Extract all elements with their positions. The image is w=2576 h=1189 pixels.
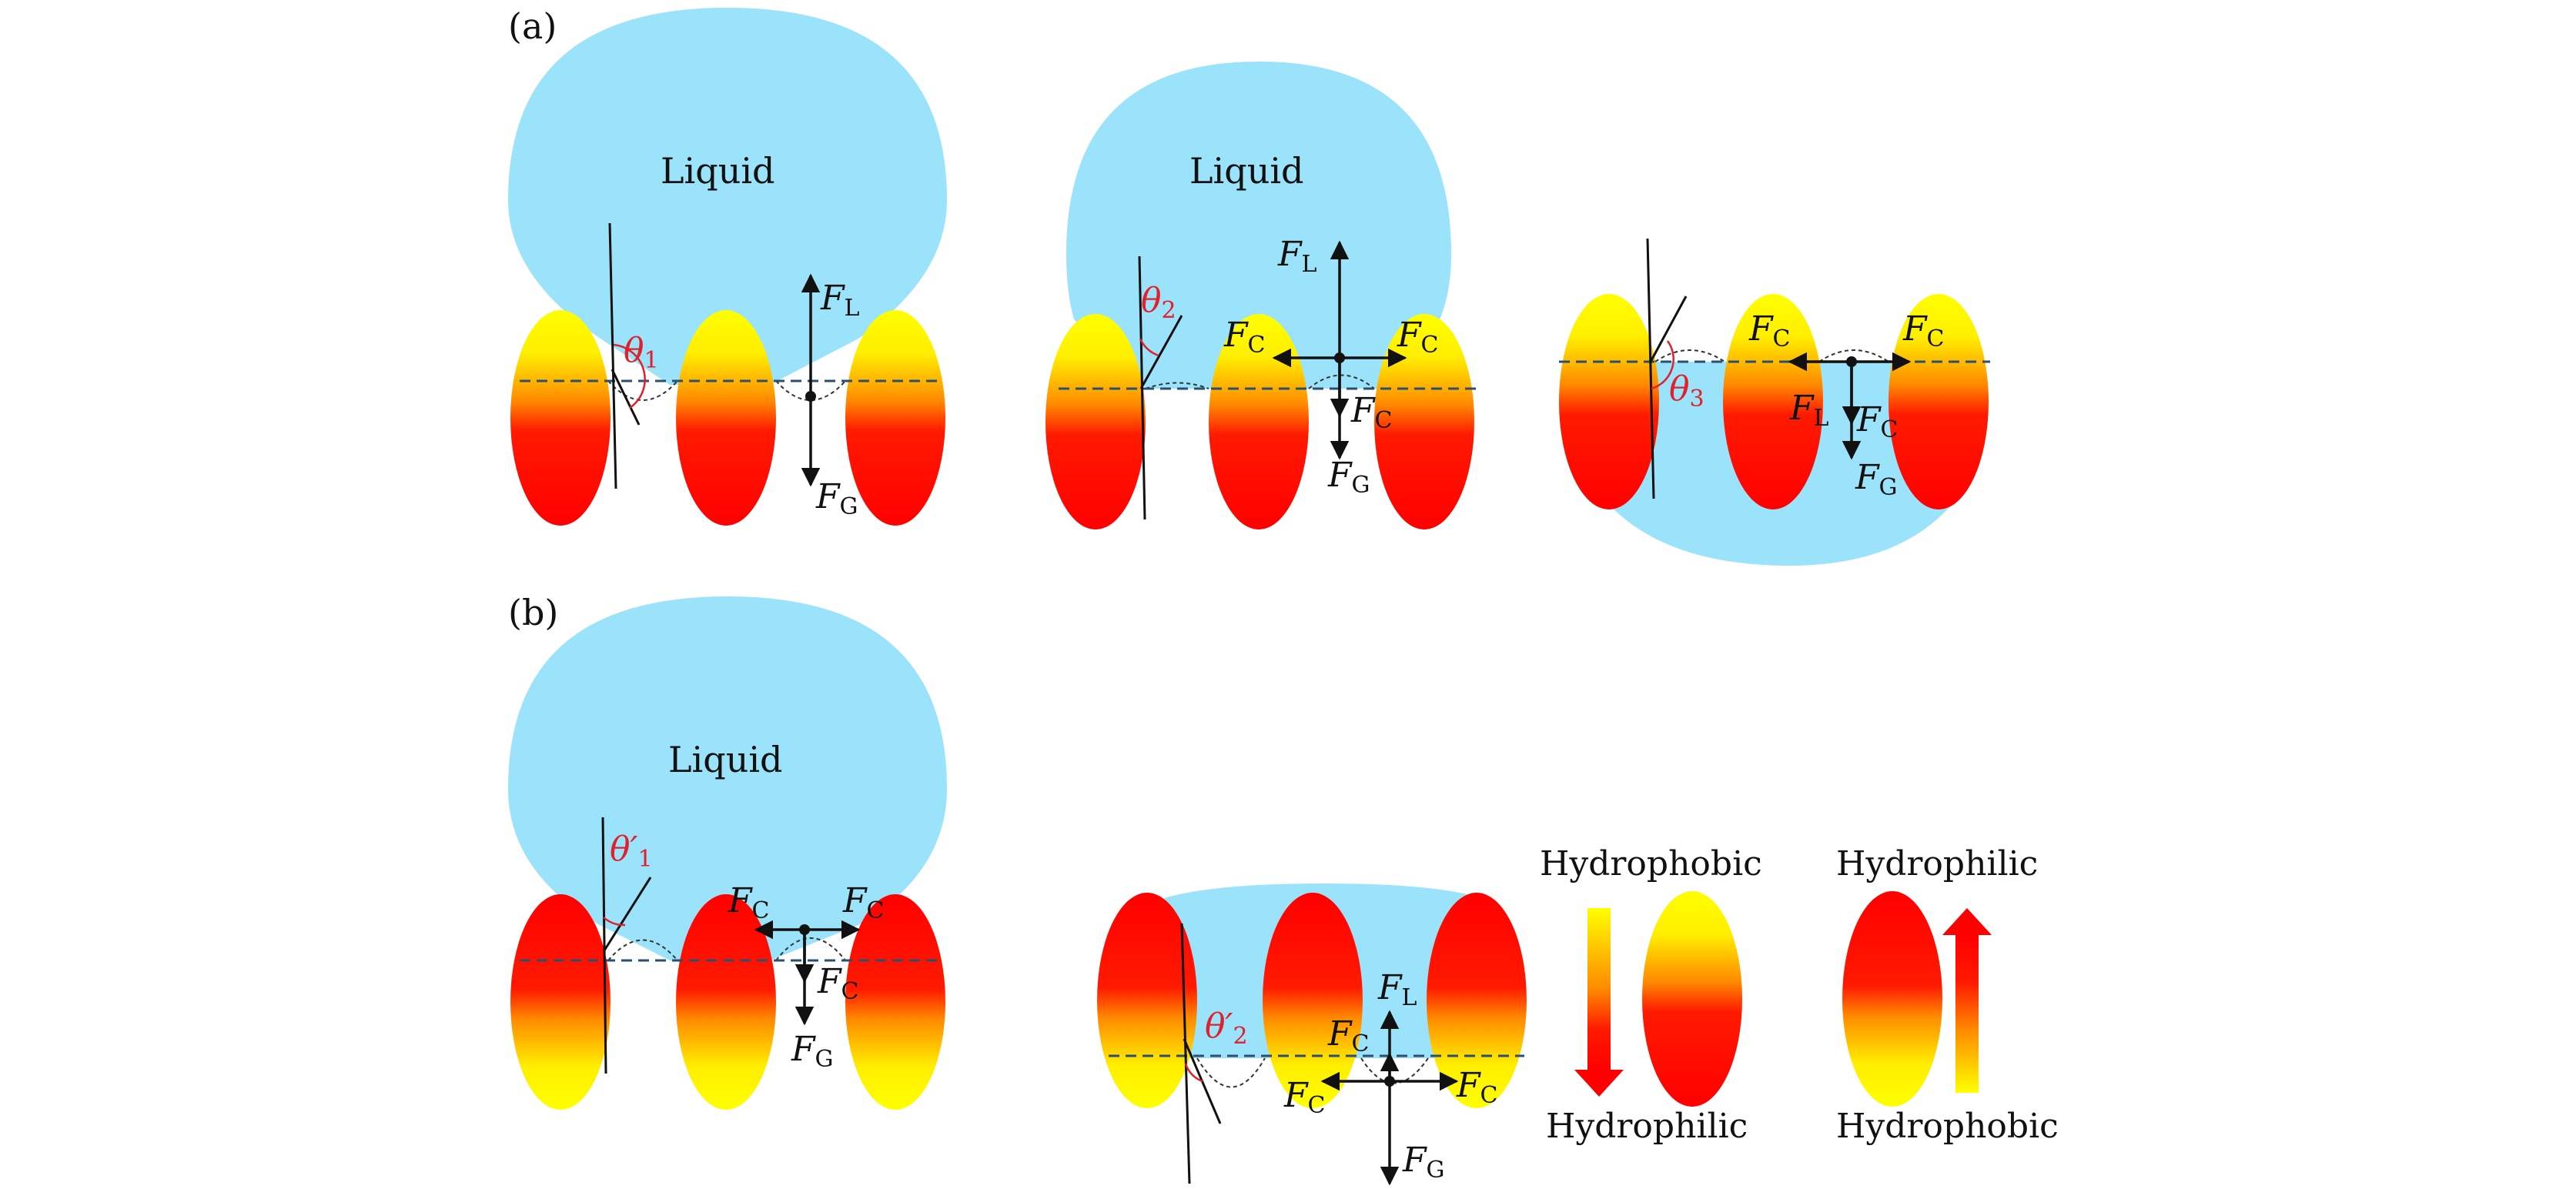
surface-pillar: [1045, 314, 1146, 529]
meniscus-outline: [1196, 1057, 1266, 1088]
angle-arc: [603, 917, 626, 927]
force-label-FC: FC: [842, 881, 885, 924]
tangent-line: [603, 877, 652, 951]
contact-line: [1646, 238, 1655, 499]
force-label-FL: FL: [820, 279, 860, 322]
liquid-droplet: [508, 8, 947, 385]
legend-pillar-hydrophobic-top: [1642, 891, 1742, 1107]
surface-pillar: [1427, 893, 1527, 1108]
angle-arc: [1139, 338, 1159, 357]
legend-hydrophilic-top: Hydrophilic: [1836, 844, 2038, 883]
panel-label-b: (b): [508, 592, 558, 633]
liquid-label: Liquid: [668, 739, 783, 780]
meniscus-outline: [1818, 349, 1889, 362]
legend-hydrophobic-bottom: Hydrophobic: [1836, 1107, 2059, 1146]
contact-line: [601, 817, 607, 1074]
surface-pillar: [1097, 893, 1197, 1108]
contact-line: [608, 222, 617, 489]
tangent-line: [1139, 315, 1183, 389]
panel-b2: θ′2 FL FC FC FC FG: [1097, 883, 1527, 1186]
surface-pillar: [1263, 893, 1363, 1108]
liquid-label: Liquid: [661, 150, 775, 192]
force-point: [1846, 356, 1857, 367]
angle-arc: [1651, 340, 1674, 390]
force-label-FL: FL: [1277, 235, 1317, 278]
force-label-FC: FC: [1748, 309, 1791, 352]
force-label-FG: FG: [791, 1030, 834, 1073]
force-label-FG: FG: [1855, 458, 1898, 501]
angle-arc: [1184, 1063, 1203, 1083]
force-label-FC: FC: [1223, 316, 1266, 359]
surface-pillar: [1559, 294, 1659, 509]
force-point: [1384, 1076, 1395, 1087]
angle-label-theta3: θ3: [1669, 369, 1705, 412]
meniscus-outline: [775, 380, 846, 401]
panel-a3: θ3 FC FC FL FC FG: [1559, 238, 1990, 566]
force-label-FC: FC: [1350, 391, 1393, 434]
meniscus-outline: [775, 937, 846, 961]
angle-arc: [613, 343, 646, 409]
surface-pillar: [1374, 314, 1474, 529]
legend: Hydrophobic Hydrophilic Hydrophilic Hydr…: [1540, 844, 2059, 1146]
angle-label-theta2-prime: θ′2: [1205, 1007, 1248, 1050]
force-label-FC: FC: [1856, 400, 1899, 443]
force-label-FG: FG: [815, 477, 858, 520]
force-label-FC: FC: [1902, 309, 1945, 352]
liquid-droplet: [1066, 62, 1451, 389]
panel-a2: θ2 FL FC FC FC FG Liquid: [1045, 62, 1478, 529]
legend-hydrophilic-bottom: Hydrophilic: [1546, 1107, 1748, 1146]
meniscus-outline: [607, 939, 678, 961]
force-label-FC: FC: [1456, 1066, 1498, 1109]
force-label-FC: FC: [817, 962, 859, 1005]
surface-pillar: [510, 894, 611, 1110]
tangent-line: [1649, 296, 1688, 362]
panel-a1: θ1 FL FG Liquid: [508, 8, 947, 526]
surface-pillar: [845, 310, 945, 526]
liquid-label: Liquid: [1189, 150, 1304, 192]
angle-label-theta2: θ2: [1141, 281, 1176, 324]
gradient-arrow-up-head: [1942, 908, 1992, 935]
gradient-arrow-up-shaft: [1955, 935, 1979, 1093]
surface-pillar: [1889, 294, 1989, 509]
force-point: [1334, 352, 1345, 363]
surface-pillar: [1209, 314, 1309, 529]
contact-line: [1180, 923, 1191, 1184]
liquid-droplet: [508, 596, 947, 960]
force-label-FC: FC: [1397, 316, 1439, 359]
force-label-FC: FC: [728, 881, 770, 924]
panel-label-a: (a): [508, 5, 557, 47]
surface-pillar: [845, 894, 945, 1110]
surface-pillar: [1723, 294, 1823, 509]
force-label-FC: FC: [1283, 1076, 1326, 1119]
surface-pillar: [676, 894, 776, 1110]
angle-label-theta1: θ1: [624, 331, 659, 374]
force-label-FG: FG: [1327, 456, 1370, 499]
force-point: [805, 391, 816, 402]
force-label-FL: FL: [1377, 968, 1417, 1011]
legend-pillar-hydrophilic-top: [1842, 891, 1942, 1107]
angle-label-theta1-prime: θ′1: [610, 830, 653, 873]
tangent-line: [611, 369, 641, 426]
force-label-FC: FC: [1327, 1014, 1370, 1057]
meniscus-outline: [607, 380, 678, 401]
meniscus-outline: [1654, 349, 1725, 362]
legend-hydrophobic-top: Hydrophobic: [1540, 844, 1762, 883]
meniscus-outline: [1145, 382, 1209, 389]
meniscus-outline: [1308, 374, 1375, 389]
gradient-arrow-down-head: [1574, 1070, 1624, 1097]
force-label-FL: FL: [1789, 389, 1829, 432]
gradient-arrow-down-shaft: [1587, 908, 1611, 1070]
surface-pillar: [676, 310, 776, 526]
surface-pillar: [510, 310, 611, 526]
force-label-FG: FG: [1402, 1141, 1445, 1184]
force-point: [799, 924, 810, 935]
panel-b1: θ′1 FC FC FC FG Liquid: [508, 596, 947, 1110]
